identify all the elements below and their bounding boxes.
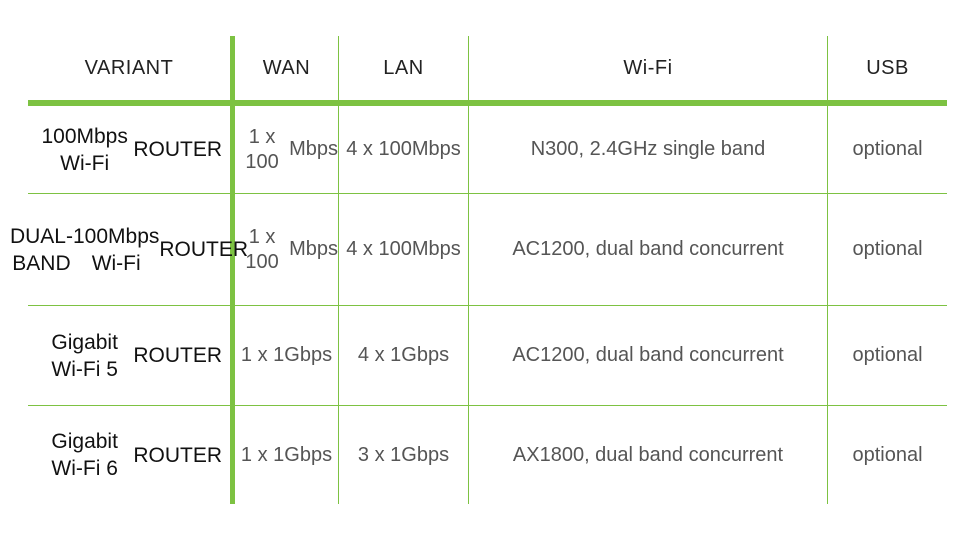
- row-2-usb: optional: [828, 194, 947, 306]
- row-2-wifi: AC1200, dual band concurrent: [469, 194, 828, 306]
- row-2-variant: DUAL-BAND 100Mbps Wi-Fi ROUTER: [10, 194, 248, 306]
- row-1-wifi: N300, 2.4GHz single band: [469, 106, 828, 194]
- row-4-lan: 3 x 1 Gbps: [339, 406, 469, 504]
- row-3-lan: 4 x 1 Gbps: [339, 306, 469, 406]
- row-4-usb: optional: [852, 443, 923, 466]
- row-3-wifi: AC1200, dual band concurrent: [469, 306, 828, 406]
- row-4-variant: Gigabit Wi-Fi 6 ROUTER: [28, 406, 235, 504]
- row-4-wan: 1 x 1 Gbps: [235, 406, 339, 504]
- row-3-wan: 1 x 1 Gbps: [235, 306, 339, 406]
- row-4-wifi: AX1800, dual band concurrent: [469, 406, 828, 504]
- row-3-variant: Gigabit Wi-Fi 5 ROUTER: [28, 306, 235, 406]
- row-2-wan: 1 x 100 Mbps: [235, 194, 339, 306]
- header-variant: VARIANT: [28, 36, 235, 106]
- row-3-usb: optional: [828, 306, 947, 406]
- row-1-variant: 100Mbps Wi-Fi ROUTER: [28, 106, 235, 194]
- row-2-lan: 4 x 100 Mbps: [339, 194, 469, 306]
- router-comparison-table: VARIANT WAN LAN Wi-Fi USB 100Mbps Wi-Fi …: [10, 36, 947, 504]
- row-1-usb: optional: [828, 106, 947, 194]
- header-lan: LAN: [339, 36, 469, 106]
- header-wan: WAN: [235, 36, 339, 106]
- row-1-lan: 4 x 100 Mbps: [339, 106, 469, 194]
- header-wifi: Wi-Fi: [469, 36, 828, 106]
- header-usb: USB: [828, 36, 947, 106]
- row-1-wan: 1 x 100 Mbps: [235, 106, 339, 194]
